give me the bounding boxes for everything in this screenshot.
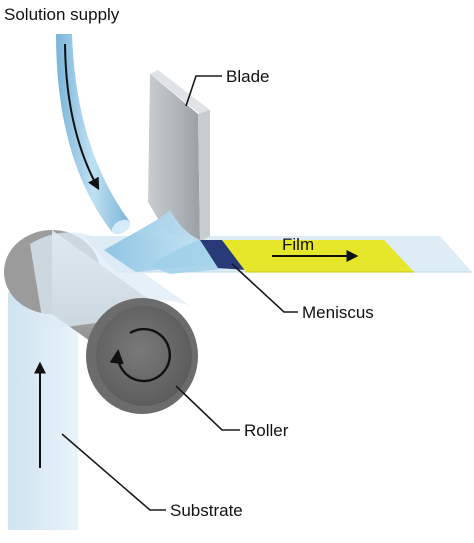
blade-leader [185,75,222,107]
solution-pool [104,210,246,274]
tube-outlet [111,219,131,235]
substrate-wrap [30,232,190,330]
meniscus-dark-edge [200,240,246,270]
roller-front-face [96,306,192,406]
blade-side [150,70,210,114]
solution-supply-tube [56,34,131,235]
film-label: Film [282,235,314,254]
roller-rotation-arrow [109,327,172,383]
roller-leader [175,385,240,431]
substrate-vertical [8,292,78,530]
meniscus-label: Meniscus [302,303,374,322]
substrate-leader [61,433,166,511]
roller [4,230,198,414]
tube-body [56,34,130,232]
solution-supply-label: Solution supply [4,5,120,24]
blade-face [148,74,200,242]
roller-label: Roller [244,421,289,440]
blade-label: Blade [226,67,269,86]
blade [148,70,210,242]
supply-flow-arrow [64,43,100,191]
substrate-label: Substrate [170,501,243,520]
meniscus-leader [231,263,298,313]
blade-edge [198,110,210,242]
